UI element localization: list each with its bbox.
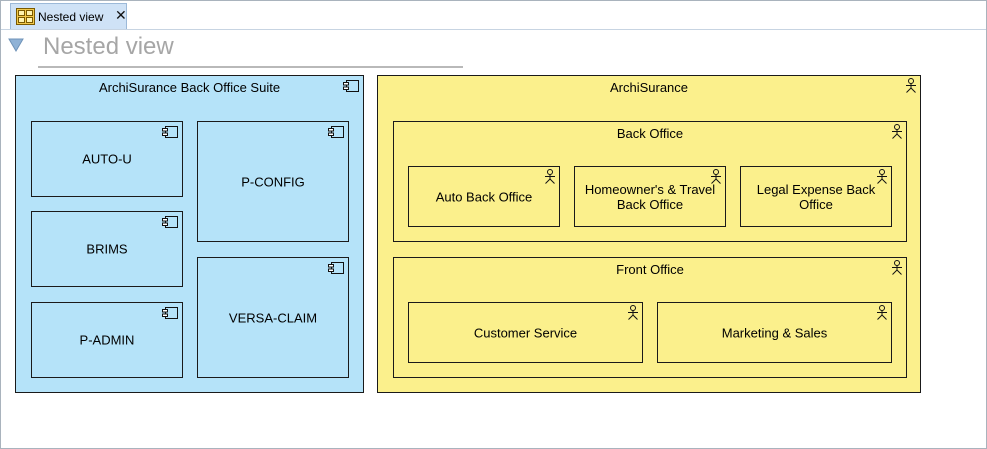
actor-icon [627, 305, 639, 320]
component-icon [162, 216, 178, 228]
component-label: AUTO-U [82, 151, 132, 167]
front-office-actor[interactable]: Front Office Customer Service Marketing … [393, 257, 907, 378]
homeowners-travel-back-office-actor[interactable]: Homeowner's & Travel Back Office [574, 166, 726, 227]
component-auto-u[interactable]: AUTO-U [31, 121, 183, 197]
component-p-admin[interactable]: P-ADMIN [31, 302, 183, 378]
actor-icon [891, 260, 903, 275]
collapse-triangle-icon[interactable] [8, 38, 24, 52]
tab-nested-view[interactable]: Nested view ✕ [10, 3, 127, 29]
grid-view-icon [16, 8, 35, 25]
component-p-config[interactable]: P-CONFIG [197, 121, 349, 242]
archisurance-label: ArchiSurance [609, 80, 689, 95]
auto-back-office-actor[interactable]: Auto Back Office [408, 166, 560, 227]
component-label: P-ADMIN [79, 332, 135, 348]
actor-icon [544, 169, 556, 184]
component-icon [162, 307, 178, 319]
actor-label: Customer Service [473, 325, 578, 340]
actor-label: Auto Back Office [435, 189, 533, 204]
component-icon [343, 80, 359, 92]
back-office-label: Back Office [616, 126, 684, 141]
actor-icon [891, 124, 903, 139]
actor-icon [710, 169, 722, 184]
actor-label: Legal Expense Back Office [756, 181, 876, 212]
archisurance-actor[interactable]: ArchiSurance Back Office Auto Back Offic… [377, 75, 921, 393]
actor-icon [876, 305, 888, 320]
legal-expense-back-office-actor[interactable]: Legal Expense Back Office [740, 166, 892, 227]
component-icon [328, 126, 344, 138]
editor-tab-bar: Nested view ✕ [1, 1, 986, 30]
actor-label: Marketing & Sales [721, 325, 828, 340]
component-icon [162, 126, 178, 138]
suite-label: ArchiSurance Back Office Suite [98, 80, 281, 95]
component-brims[interactable]: BRIMS [31, 211, 183, 287]
tab-label: Nested view [38, 10, 104, 24]
component-icon [328, 262, 344, 274]
component-label: BRIMS [86, 241, 128, 257]
back-office-actor[interactable]: Back Office Auto Back Office Homeowner's… [393, 121, 907, 242]
marketing-sales-actor[interactable]: Marketing & Sales [657, 302, 892, 363]
component-versa-claim[interactable]: VERSA-CLAIM [197, 257, 349, 378]
title-underline [38, 66, 463, 68]
front-office-label: Front Office [616, 262, 684, 277]
view-title[interactable]: Nested view [43, 33, 174, 60]
actor-icon [905, 78, 917, 93]
actor-icon [876, 169, 888, 184]
actor-label: Homeowner's & Travel Back Office [584, 181, 716, 212]
customer-service-actor[interactable]: Customer Service [408, 302, 643, 363]
suite-component[interactable]: ArchiSurance Back Office Suite AUTO-U BR… [15, 75, 364, 393]
close-icon[interactable]: ✕ [115, 7, 127, 23]
component-label: P-CONFIG [241, 174, 305, 189]
component-label: VERSA-CLAIM [228, 310, 318, 325]
